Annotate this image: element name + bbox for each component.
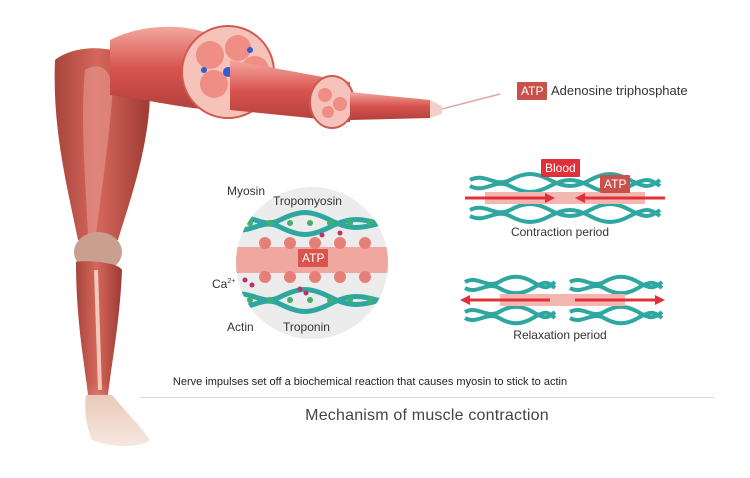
label-tropomyosin: Tropomyosin [273, 194, 342, 208]
calcium-ions [242, 230, 343, 296]
atp-legend-tag: ATP [517, 82, 548, 100]
fiber-cross-section [309, 75, 355, 129]
contraction-diagram [465, 172, 665, 224]
calcium-charge: 2+ [227, 278, 236, 285]
calcium-symbol: Ca [212, 277, 228, 291]
atp-tag-contraction: ATP [600, 175, 631, 193]
relaxation-period-label: Relaxation period [513, 328, 607, 342]
myofibril-tip [430, 100, 442, 118]
blood-tag: Blood [541, 159, 580, 177]
atp-legend-text: Adenosine triphosphate [551, 83, 688, 98]
myofibril [350, 92, 430, 120]
diagram-title: Mechanism of muscle contraction [305, 407, 549, 424]
atp-tag-zoom: ATP [298, 249, 329, 267]
muscle-bundle-illustration [110, 25, 501, 129]
label-myosin: Myosin [227, 184, 266, 198]
divider [140, 397, 714, 398]
label-calcium: Ca2+ [212, 278, 235, 290]
explanation-note: Nerve impulses set off a biochemical rea… [172, 376, 568, 388]
contraction-arrows [465, 193, 665, 203]
actin-filament-upper [236, 210, 388, 237]
contraction-period-label: Contraction period [510, 225, 610, 239]
label-actin: Actin [227, 320, 254, 334]
relaxation-arrows [460, 295, 665, 305]
relaxation-diagram [460, 274, 665, 326]
label-troponin: Troponin [283, 320, 330, 334]
